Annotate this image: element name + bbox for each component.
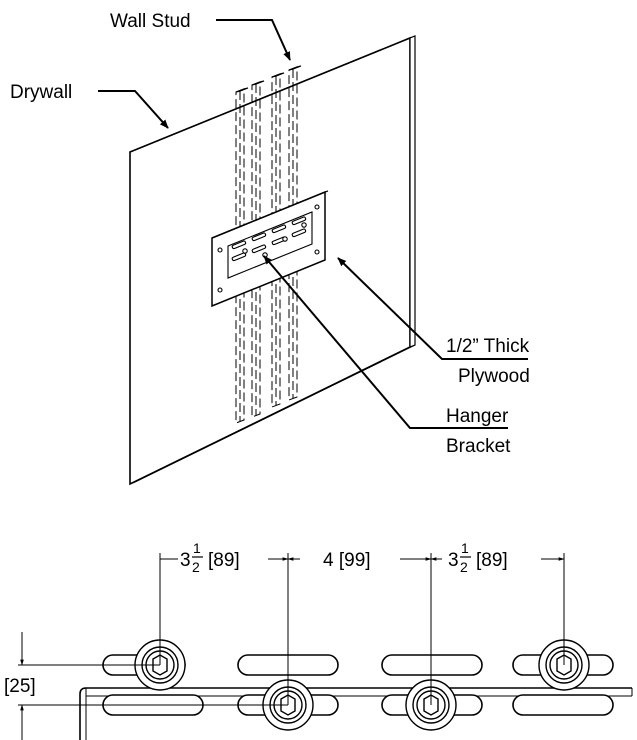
assembly-view: Wall Stud Drywall 1/2” Thick Plywood Han…: [10, 11, 530, 486]
hanger-bracket: [217, 204, 320, 293]
dim-3: 3 1 2 [89]: [448, 540, 508, 575]
dim-3-metric: [89]: [476, 550, 508, 571]
dim-1-denominator: 2: [192, 559, 200, 575]
leader-lines: [98, 19, 528, 429]
dimension-lines: [20, 557, 565, 740]
bracket-detail-view: 3 1 2 [89] 4 [99] 3 1 2 [89] [25]: [4, 540, 633, 740]
dim-3-denominator: 2: [460, 559, 468, 575]
plywood-leader: [337, 257, 528, 360]
dim-2: 4 [99]: [323, 550, 371, 571]
wall-stud-leader: [216, 19, 291, 61]
dim-3-numerator: 1: [461, 540, 469, 556]
wall-stud-label: Wall Stud: [110, 11, 191, 32]
drywall-leader: [98, 90, 169, 129]
dim-1-metric: [89]: [208, 550, 240, 571]
dim-1-numerator: 1: [193, 540, 201, 556]
dim-3-whole: 3: [448, 550, 459, 571]
bracket-leader: [263, 255, 508, 429]
drywall-label: Drywall: [10, 82, 72, 103]
wall-stud-tops: [235, 65, 302, 93]
bracket-label-line2: Bracket: [446, 436, 511, 457]
dim-1-whole: 3: [180, 550, 191, 571]
plywood-label-line2: Plywood: [458, 366, 530, 387]
slot: [512, 694, 614, 716]
dim-4: [25]: [4, 676, 36, 697]
extension-lines: [18, 553, 565, 706]
slot: [381, 654, 483, 676]
dim-1: 3 1 2 [89]: [180, 540, 240, 575]
bracket-label-line1: Hanger: [446, 406, 509, 427]
plywood-label-line1: 1/2” Thick: [446, 336, 530, 357]
